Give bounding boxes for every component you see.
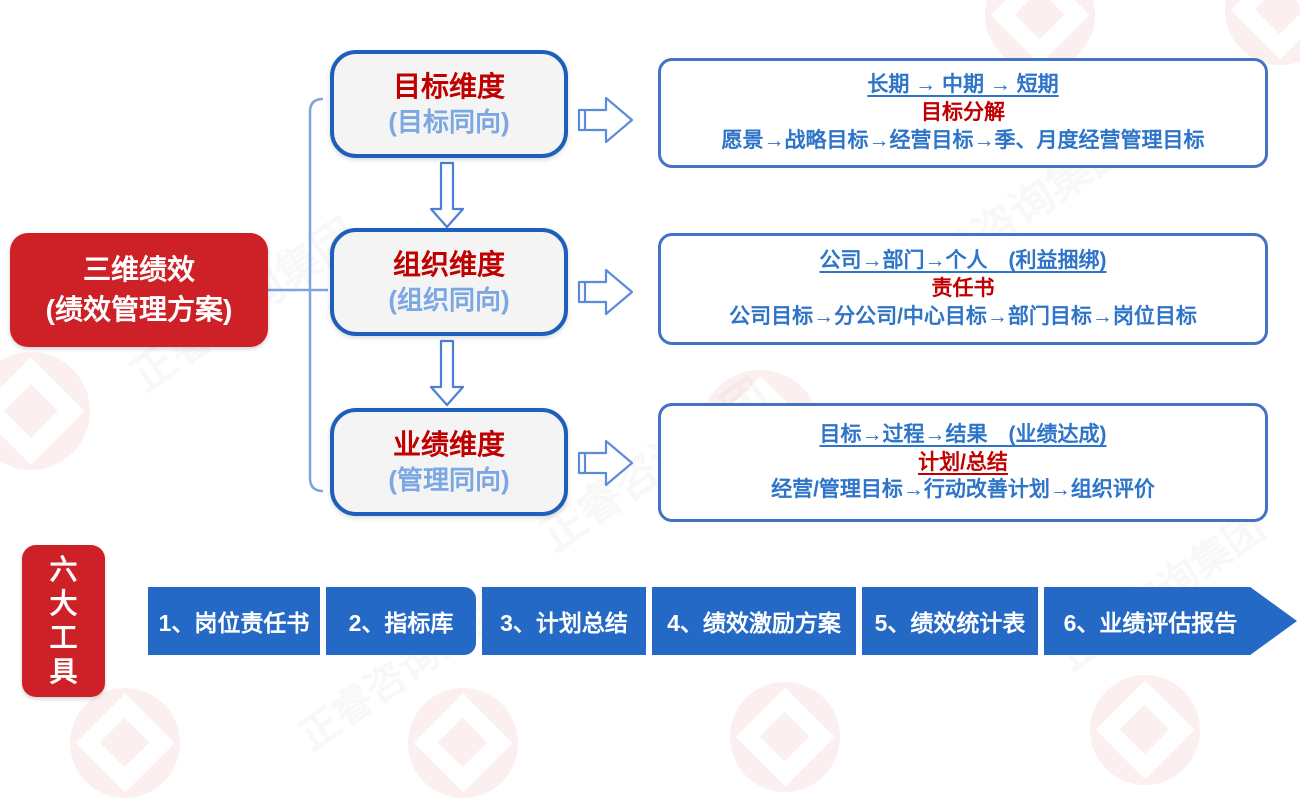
detail-line1: 长期 → 中期 → 短期 [867,73,1059,97]
dimension-subtitle: (组织同向) [388,285,510,316]
dimension-title: 业绩维度 [392,428,505,460]
detail-box-performance: 目标→过程→结果 (业绩达成) 计划/总结 经营/管理目标→行动改善计划→组织评… [658,403,1268,522]
right-arrow-icon [577,439,634,487]
dimension-subtitle: (目标同向) [388,107,510,138]
tool-item-label: 2、指标库 [348,610,454,636]
tool-item-6: 6、业绩评估报告 [1044,587,1297,655]
tool-item-3: 3、计划总结 [482,587,646,655]
right-arrow-icon [577,96,634,144]
tool-item-label: 6、业绩评估报告 [1063,610,1238,636]
root-title-line2: (绩效管理方案) [45,294,233,325]
connector-layer [268,96,634,493]
tool-item-5: 5、绩效统计表 [862,587,1038,655]
dimension-box-goal: 目标维度 (目标同向) [330,50,568,158]
detail-line1: 目标→过程→结果 (业绩达成) [819,422,1107,446]
dimension-box-organization: 组织维度 (组织同向) [330,228,568,336]
root-title-line1: 三维绩效 [82,254,195,286]
detail-box-goal: 长期 → 中期 → 短期 目标分解 愿景→战略目标→经营目标→季、月度经营管理目… [658,58,1268,168]
down-arrow-icon [429,339,465,407]
detail-box-organization: 公司→部门→个人 (利益捆绑) 责任书 公司目标→分公司/中心目标→部门目标→岗… [658,233,1268,345]
dimension-box-performance: 业绩维度 (管理同向) [330,408,568,516]
dimension-title: 组织维度 [392,248,505,280]
brace-connector [268,97,328,493]
dimension-subtitle: (管理同向) [388,465,510,496]
detail-line3: 经营/管理目标→行动改善计划→组织评价 [771,478,1155,502]
tool-item-label: 4、绩效激励方案 [667,610,841,636]
tools-label-char: 具 [49,656,78,688]
dimension-title: 目标维度 [392,70,505,102]
right-arrow-icon [577,268,634,316]
root-box-three-dimension-performance: 三维绩效 (绩效管理方案) [10,233,268,347]
detail-line1: 公司→部门→个人 (利益捆绑) [819,249,1107,273]
six-tools-label-box: 六 大 工 具 [22,545,105,697]
detail-line2: 计划/总结 [918,450,1008,474]
detail-line3: 公司目标→分公司/中心目标→部门目标→岗位目标 [729,304,1197,328]
detail-line3: 愿景→战略目标→经营目标→季、月度经营管理目标 [721,128,1205,152]
tool-item-label: 1、岗位责任书 [158,610,310,636]
detail-line2: 责任书 [931,277,995,301]
down-arrow-icon [429,161,465,229]
tools-label-char: 工 [49,622,78,653]
tools-label-char: 大 [49,587,78,619]
tool-item-2: 2、指标库 [326,587,476,655]
tools-label-char: 六 [49,553,78,585]
tool-item-1: 1、岗位责任书 [148,587,320,655]
tool-item-label: 5、绩效统计表 [874,610,1026,636]
tool-item-4: 4、绩效激励方案 [652,587,856,655]
tool-item-label: 3、计划总结 [500,610,628,636]
detail-line2: 目标分解 [921,101,1005,125]
